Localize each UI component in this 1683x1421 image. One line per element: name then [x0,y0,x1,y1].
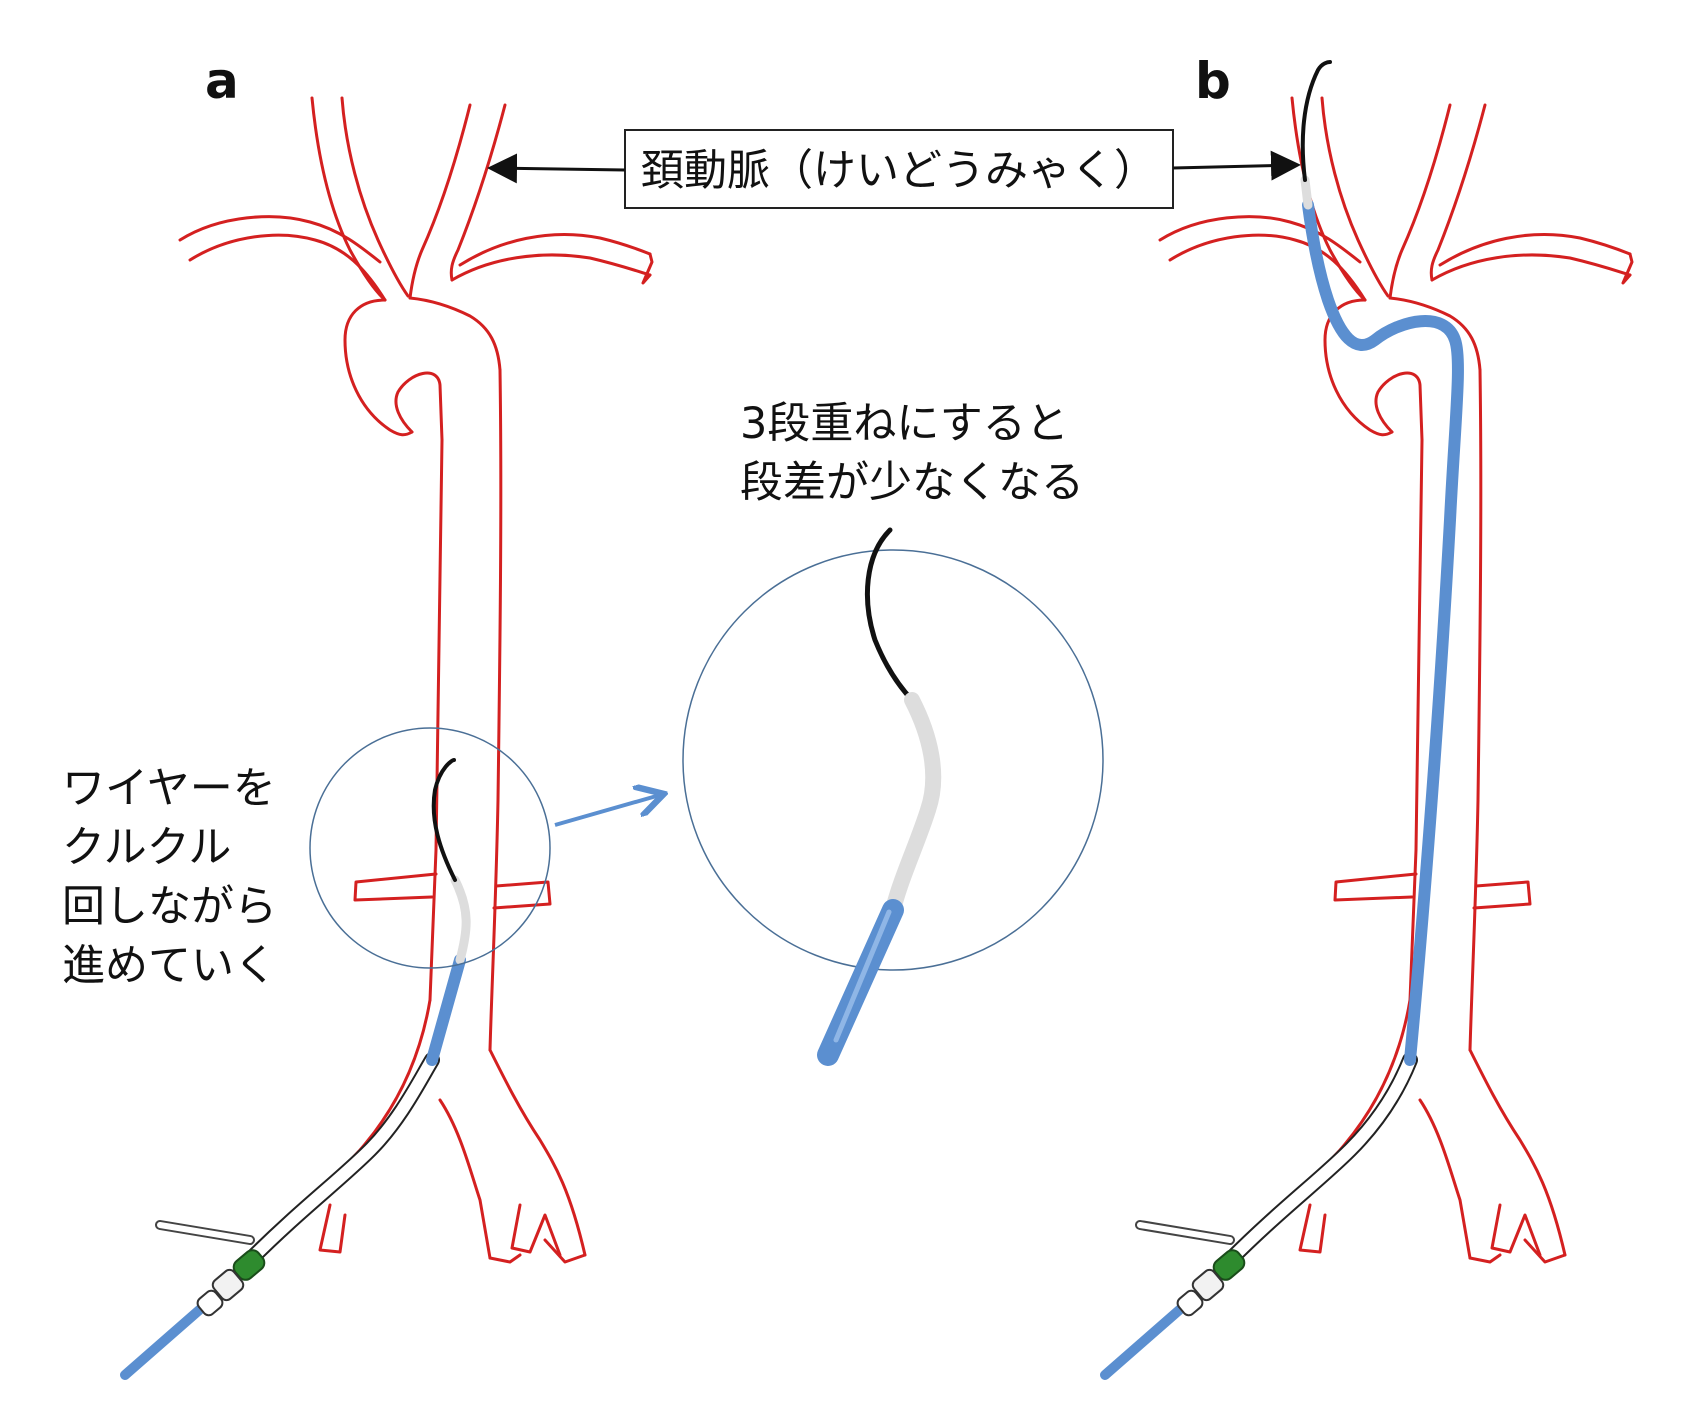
blue-catheter-a [426,954,466,1066]
panel-b: b [1100,52,1634,1380]
zoom-detail [682,527,1104,1066]
panel-label-a: a [205,52,239,110]
inner-catheter-b [1300,175,1313,210]
zoom-guidewire [865,527,915,703]
inner-catheter-a [450,875,471,965]
zoom-inner-catheter [885,692,942,918]
note-center: 3段重ねにすると 段差が少なくなる [740,399,1084,508]
blue-catheter-b [1302,199,1464,1066]
note-center-line-1: 3段重ねにすると [740,399,1069,449]
zoom-source-circle [309,727,551,969]
carotid-label: 頚動脈（けいどうみゃく） [487,129,1301,209]
note-left-line-1: ワイヤーを [62,764,276,814]
arrow-icon [1172,150,1301,181]
sheath-icon [1140,1225,1248,1318]
delivery-line-a [120,1300,210,1380]
note-center-line-2: 段差が少なくなる [740,458,1084,508]
arrow-icon [487,153,626,184]
carotid-label-box [624,129,1174,209]
sheath-icon [160,1225,268,1318]
panel-label-b: b [1195,52,1231,110]
delivery-line-b [1100,1300,1190,1380]
guidewire-a [431,758,457,882]
note-left-line-3: 回しながら [62,882,277,932]
note-left-line-2: クルクル [62,823,231,873]
panel-a: a [120,52,660,1380]
note-left: ワイヤーを クルクル 回しながら 進めていく [62,764,277,991]
zoom-arrow-icon [554,795,660,827]
note-left-line-4: 進めていく [62,941,277,991]
carotid-label-text: 頚動脈（けいどうみゃく） [641,146,1157,196]
guidewire-b [1300,60,1332,182]
zoom-detail-circle [682,549,1104,971]
